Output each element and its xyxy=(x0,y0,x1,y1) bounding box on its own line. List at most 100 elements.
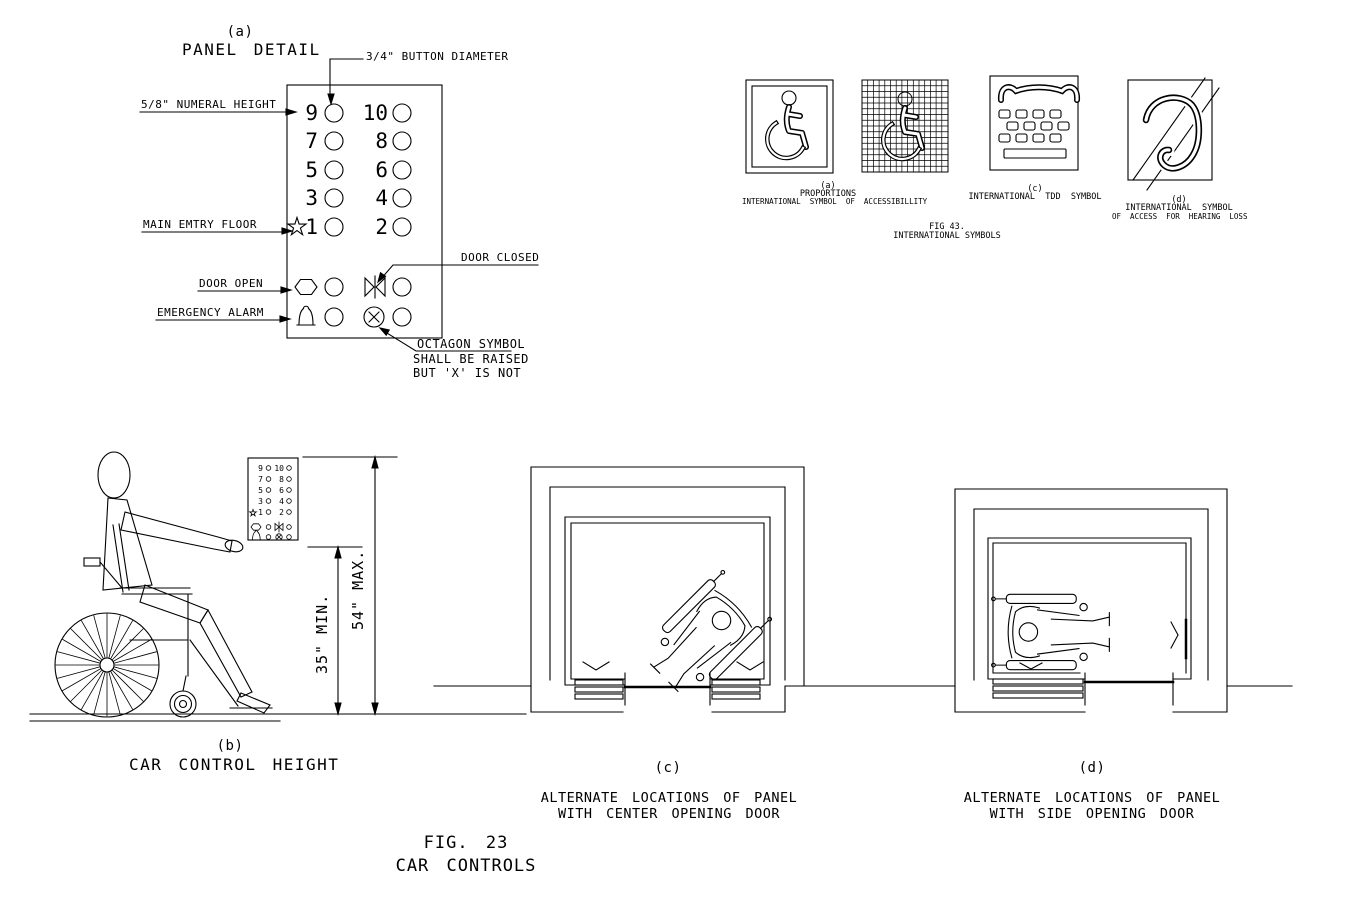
mini-circle-x-icon xyxy=(275,533,283,541)
mini-numeral: 9 xyxy=(258,464,263,473)
floor-numeral-9: 9 xyxy=(305,101,318,125)
section-b-index: (b) xyxy=(216,738,244,754)
panel-detail-index: (a) xyxy=(226,24,254,40)
button-diameter-label: 3/4" BUTTON DIAMETER xyxy=(366,50,509,63)
mini-numeral: 6 xyxy=(279,486,284,495)
wheelchair-user-side-view xyxy=(54,451,273,718)
button-floor-5 xyxy=(324,160,344,180)
button-door-closed xyxy=(392,277,412,297)
hearing-caption2: OF ACCESS FOR HEARING LOSS xyxy=(1112,212,1248,221)
circle-x-icon xyxy=(363,306,385,328)
floor-numeral-6: 6 xyxy=(375,158,388,182)
floor-numeral-5: 5 xyxy=(305,158,318,182)
tdd-keys xyxy=(998,109,1070,159)
section-d-caption1: ALTERNATE LOCATIONS OF PANEL xyxy=(963,790,1221,806)
door-closed-label: DOOR CLOSED xyxy=(461,251,540,264)
button-floor-3 xyxy=(324,188,344,208)
tdd-symbol xyxy=(989,75,1081,171)
section-d-caption2: WITH SIDE OPENING DOOR xyxy=(989,806,1195,822)
section-c-index: (c) xyxy=(654,760,682,776)
bell-icon xyxy=(296,305,316,326)
bowtie-icon xyxy=(364,275,386,299)
floor-numeral-2: 2 xyxy=(375,215,388,239)
panel-floor-buttons xyxy=(324,103,412,237)
panel-outline xyxy=(286,84,443,339)
accessibility-index: (a) xyxy=(820,181,836,191)
dimension-lines xyxy=(302,454,398,717)
fig43-label: FIG 43. xyxy=(929,222,965,232)
mini-control-panel: 9 10 7 8 5 6 3 4 1 2 xyxy=(247,457,299,541)
accessibility-symbol xyxy=(745,79,834,174)
door-open-label: DOOR OPEN xyxy=(199,277,264,290)
door-direction-chevron xyxy=(582,661,764,671)
hearing-loss-symbol xyxy=(1127,77,1220,191)
mini-numeral: 3 xyxy=(258,497,263,506)
mini-numeral: 1 xyxy=(258,508,263,517)
hexagon-icon xyxy=(294,278,318,296)
figure-title: CAR CONTROLS xyxy=(395,856,537,876)
button-floor-4 xyxy=(392,188,412,208)
mini-numeral: 5 xyxy=(258,486,263,495)
accessibility-caption2: INTERNATIONAL SYMBOL OF ACCESSIBILLITY xyxy=(742,197,928,206)
numeral-height-label: 5/8" NUMERAL HEIGHT xyxy=(141,98,277,111)
diagonal-slash xyxy=(1132,77,1220,191)
mini-bowtie-icon xyxy=(274,521,284,533)
octagon-note-line1: OCTAGON SYMBOL xyxy=(417,337,526,351)
fig43-title: INTERNATIONAL SYMBOLS xyxy=(893,231,1001,241)
mini-numeral: 10 xyxy=(274,464,284,473)
hearing-index: (d) xyxy=(1171,195,1187,205)
wheel xyxy=(54,612,160,718)
button-alarm xyxy=(324,307,344,327)
elevator-plan-side-door xyxy=(954,488,1228,706)
button-floor-10 xyxy=(392,103,412,123)
section-c-caption1: ALTERNATE LOCATIONS OF PANEL xyxy=(540,790,798,806)
hearing-caption1: INTERNATIONAL SYMBOL xyxy=(1125,203,1233,213)
ground-line xyxy=(29,713,527,722)
proportion-grid-symbol xyxy=(861,79,949,173)
dim-35-min: 35" MIN. xyxy=(313,593,331,674)
panel-control-symbols xyxy=(286,215,412,328)
button-floor-8 xyxy=(392,131,412,151)
corridor-walls xyxy=(433,685,1293,713)
button-octagon-row xyxy=(392,307,412,327)
mini-numeral: 7 xyxy=(258,475,263,484)
dim-54-max: 54" MAX. xyxy=(349,549,367,630)
door-direction-chevron xyxy=(1019,621,1179,670)
ear-with-slash-icon xyxy=(1146,98,1199,169)
star-icon xyxy=(286,215,308,237)
button-floor-2 xyxy=(392,217,412,237)
caster-wheel xyxy=(169,690,197,718)
section-d-index: (d) xyxy=(1078,760,1106,776)
floor-numeral-1: 1 xyxy=(305,215,318,239)
mini-star-icon xyxy=(248,508,258,517)
figure-number: FIG. 23 xyxy=(423,833,509,853)
mini-numeral: 4 xyxy=(279,497,284,506)
mini-hexagon-icon xyxy=(250,523,262,531)
mini-bell-icon xyxy=(250,529,262,541)
floor-numeral-10: 10 xyxy=(362,101,388,125)
mini-numeral: 2 xyxy=(279,508,284,517)
emergency-alarm-label: EMERGENCY ALARM xyxy=(157,306,264,319)
octagon-note-line3: BUT 'X' IS NOT xyxy=(413,366,522,380)
floor-numeral-8: 8 xyxy=(375,129,388,153)
accessibility-caption1: PROPORTIONS xyxy=(799,189,857,199)
floor-numeral-4: 4 xyxy=(375,186,388,210)
floor-numeral-7: 7 xyxy=(305,129,318,153)
button-floor-7 xyxy=(324,131,344,151)
octagon-note-line2: SHALL BE RAISED xyxy=(413,352,529,366)
button-floor-9 xyxy=(324,103,344,123)
floor-numeral-3: 3 xyxy=(305,186,318,210)
elevator-plan-center-door xyxy=(530,466,805,706)
tdd-index: (c) xyxy=(1027,184,1043,194)
panel-leader-lines xyxy=(139,58,539,352)
button-floor-6 xyxy=(392,160,412,180)
button-door-open xyxy=(324,277,344,297)
tdd-caption: INTERNATIONAL TDD SYMBOL xyxy=(968,192,1102,202)
button-floor-1 xyxy=(324,217,344,237)
section-b-caption: CAR CONTROL HEIGHT xyxy=(129,755,340,774)
mini-numeral: 8 xyxy=(279,475,284,484)
panel-detail-title: PANEL DETAIL xyxy=(182,40,321,59)
section-c-caption2: WITH CENTER OPENING DOOR xyxy=(557,806,781,822)
